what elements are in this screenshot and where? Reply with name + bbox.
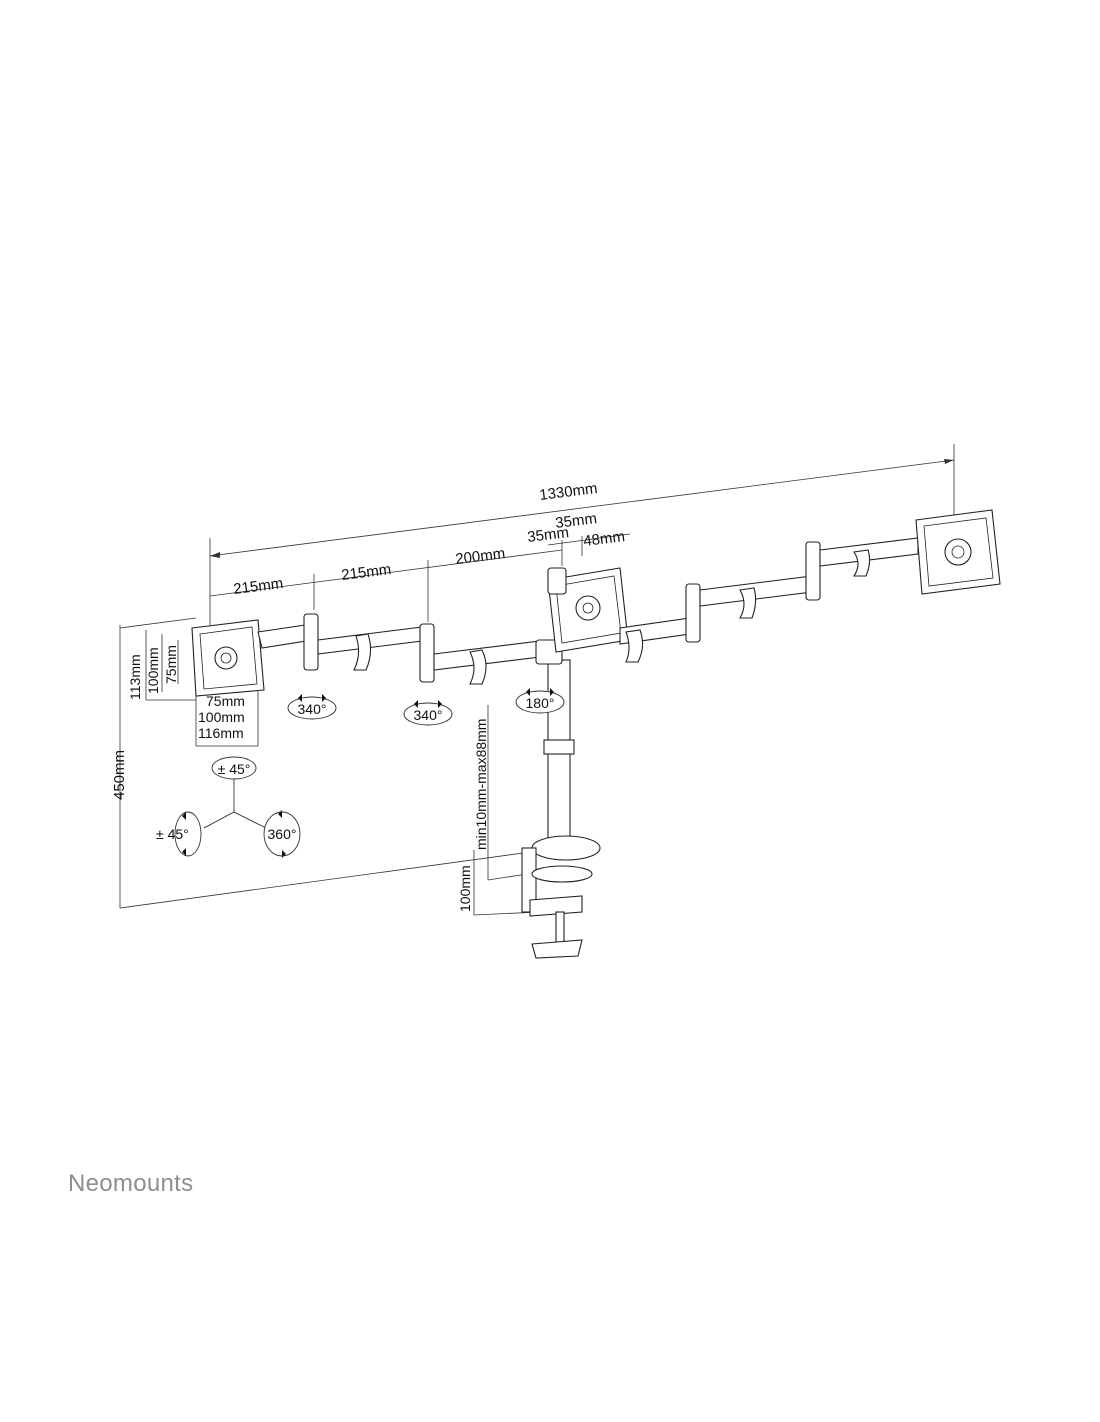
dimension-lines xyxy=(119,444,955,916)
desk-clamp xyxy=(521,835,601,959)
height-total-label: 450mm xyxy=(111,750,128,800)
rotation-badges: 340° 340° 180° ± 45° ± 45° 36 xyxy=(156,688,565,858)
right-vesa-plate xyxy=(915,509,1001,595)
offset-c-label: 48mm xyxy=(582,528,625,550)
swivel-badge: 360° xyxy=(263,810,301,858)
swivel-label: 360° xyxy=(268,826,297,842)
brand-logo-text: Neomounts xyxy=(68,1170,194,1197)
vesa-height-mid-label: 100mm xyxy=(145,647,161,694)
tilt-left-badge: ± 45° xyxy=(156,811,202,857)
offset-b-label: 35mm xyxy=(526,524,569,546)
segment-3-label: 200mm xyxy=(454,545,506,568)
vesa-width-mid-label: 100mm xyxy=(198,709,245,725)
total-width-label: 1330mm xyxy=(538,480,598,504)
left-vesa-plate xyxy=(191,619,265,697)
vesa-height-inner-label: 75mm xyxy=(163,645,179,684)
center-rotation-label: 180° xyxy=(526,695,555,711)
arm-assembly xyxy=(191,509,1001,959)
tilt-top-badge: ± 45° xyxy=(211,756,257,780)
vesa-width-outer-label: 116mm xyxy=(198,725,244,741)
offset-a-label: 35mm xyxy=(554,510,597,532)
tilt-left-label: ± 45° xyxy=(156,826,189,842)
tilt-top-label: ± 45° xyxy=(218,761,251,777)
arm-2-rotation-label: 340° xyxy=(414,707,443,723)
center-rotation-badge: 180° xyxy=(515,688,565,714)
vesa-height-outer-label: 113mm xyxy=(127,654,143,700)
vesa-width-inner-label: 75mm xyxy=(206,693,245,709)
arm-2-rotation-badge: 340° xyxy=(403,700,453,726)
dimension-labels: 1330mm 215mm 215mm 200mm 35mm 35mm 48mm … xyxy=(111,480,626,912)
segment-2-label: 215mm xyxy=(340,561,392,584)
arm-1-rotation-badge: 340° xyxy=(287,694,337,720)
clamp-height-label: 100mm xyxy=(457,865,473,912)
arm-1-rotation-label: 340° xyxy=(298,701,327,717)
segment-1-label: 215mm xyxy=(232,575,284,598)
height-range-label: min10mm-max88mm xyxy=(473,719,489,850)
